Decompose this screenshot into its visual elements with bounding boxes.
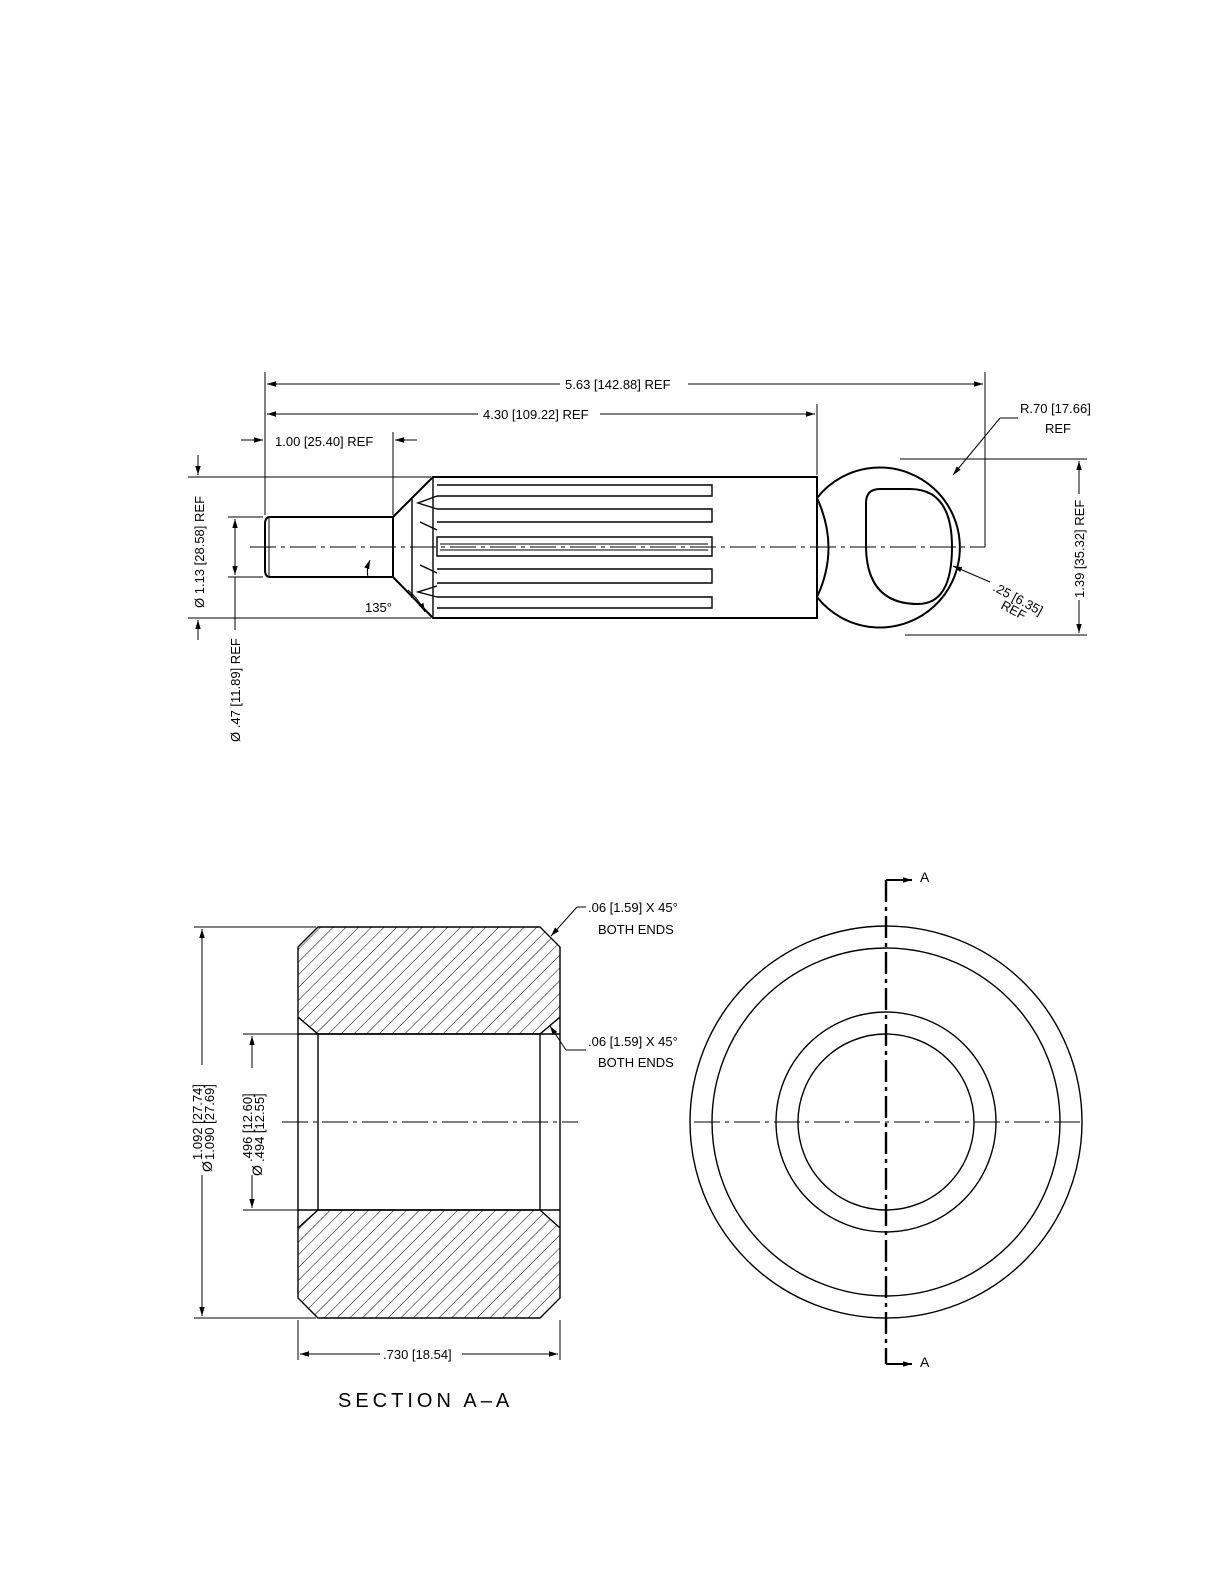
dim-id-lower: .494 [12.55] [252,1093,267,1162]
chamfer-inner-line1: .06 [1.59] X 45° [588,1034,678,1049]
hatched-wall-upper [298,927,560,1034]
dim-eye-height: 1.39 [35.32] REF [900,459,1087,635]
dim-height-label: 1.39 [35.32] REF [1072,500,1087,598]
dim-od-symbol: Ø [199,1161,215,1172]
section-title: SECTION A–A [338,1390,513,1412]
dim-radius-ref: REF [1045,421,1071,436]
dim-overall-label: 5.63 [142.88] REF [565,377,671,392]
chamfer-inner-line2: BOTH ENDS [598,1055,674,1070]
hatched-wall-lower [298,1210,560,1318]
shaft-assembly-view: 5.63 [142.88] REF 4.30 [109.22] REF 1.00… [188,372,1091,742]
dim-od-lower: 1.090 [27.69] [202,1084,217,1160]
dim-id-symbol: Ø [249,1165,265,1176]
dim-spline-label: 4.30 [109.22] REF [483,407,589,422]
dim-shank-label: 1.00 [25.40] REF [275,434,373,449]
dim-section-length: .730 [18.54] [298,1320,560,1362]
dim-angle-label: 135° [365,600,392,615]
dim-shank-length: 1.00 [25.40] REF [241,432,417,515]
chamfer-outer-line1: .06 [1.59] X 45° [588,900,678,915]
section-a-a-view: .06 [1.59] X 45° BOTH ENDS .06 [1.59] X … [190,900,678,1412]
end-view: A A [690,869,1085,1370]
dim-taper-angle: 135° [365,560,425,615]
dim-eye-wall: .25 [6.35] REF [953,566,1046,623]
dim-shank-dia-label: Ø .47 [11.89] REF [228,638,243,742]
dim-radius-label: R.70 [17.66] [1020,401,1091,416]
dim-shank-dia: Ø .47 [11.89] REF [228,517,263,742]
cut-label-top: A [920,869,930,885]
chamfer-callout-inner: .06 [1.59] X 45° BOTH ENDS [550,1026,678,1070]
chamfer-outer-line2: BOTH ENDS [598,922,674,937]
dim-length-label: .730 [18.54] [383,1347,452,1362]
cut-label-bottom: A [920,1354,930,1370]
dim-eye-radius: R.70 [17.66] REF [953,401,1091,475]
dim-spline-dia-label: Ø 1.13 [28.58] REF [192,496,207,608]
chamfer-callout-outer: .06 [1.59] X 45° BOTH ENDS [551,900,678,937]
dim-overall-length: 5.63 [142.88] REF [265,372,985,547]
